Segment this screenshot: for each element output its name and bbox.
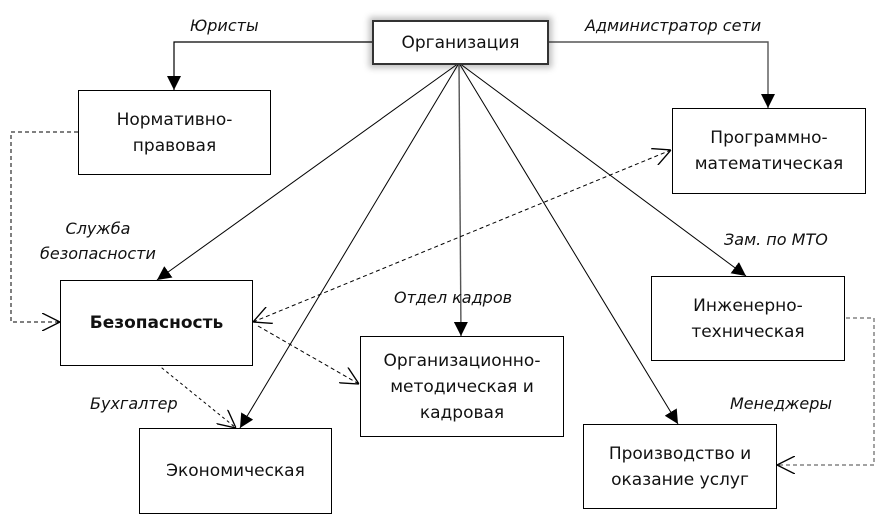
edge-security-hr — [257, 325, 359, 384]
node-organization-label: Организация — [401, 32, 520, 53]
node-economic: Экономическая — [139, 428, 332, 514]
edge-security-economic — [156, 363, 236, 428]
edge-root-legal — [167, 41, 372, 90]
node-security-label: Безопасность — [89, 313, 224, 333]
role-label-lawyers: Юристы — [190, 16, 259, 35]
role-label-accountant: Бухгалтер — [90, 394, 178, 413]
role-label-hr-department: Отдел кадров — [394, 288, 513, 307]
node-production-label: Производство и оказание услуг — [608, 443, 752, 490]
node-legal: Нормативно- правовая — [78, 90, 271, 175]
edge-root-software — [549, 41, 775, 108]
role-label-managers: Менеджеры — [730, 394, 833, 413]
node-engineering: Инженерно- техническая — [651, 276, 845, 361]
node-legal-label: Нормативно- правовая — [116, 109, 233, 156]
node-hr: Организационно- методическая и кадровая — [360, 336, 564, 437]
node-software: Программно- математическая — [672, 108, 866, 194]
node-engineering-label: Инженерно- техническая — [691, 295, 805, 342]
role-label-network-admin: Администратор сети — [585, 16, 762, 35]
edge-legal-security — [10, 131, 78, 322]
node-hr-label: Организационно- методическая и кадровая — [383, 350, 541, 423]
node-organization: Организация — [372, 20, 549, 65]
node-security: Безопасность — [60, 280, 253, 366]
role-label-security-service: Служба безопасности — [40, 219, 156, 263]
edge-engineering-production — [777, 317, 875, 465]
role-label-mto-deputy: Зам. по МТО — [724, 230, 828, 249]
edge-security-software — [253, 150, 671, 322]
node-production: Производство и оказание услуг — [583, 424, 777, 509]
node-software-label: Программно- математическая — [694, 128, 844, 174]
node-economic-label: Экономическая — [166, 461, 305, 481]
